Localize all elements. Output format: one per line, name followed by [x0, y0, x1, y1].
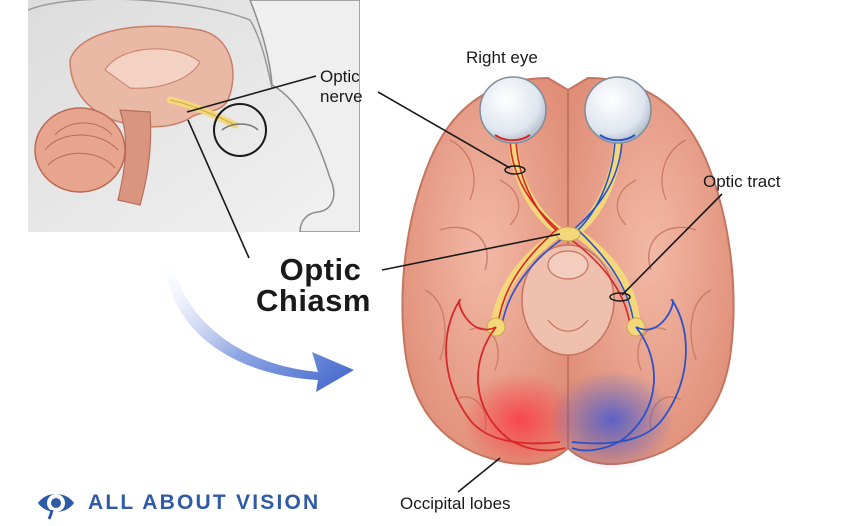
left-eyeball [479, 76, 547, 144]
optic-radiations [445, 299, 687, 452]
optic-tract-label: Optic tract [703, 172, 781, 191]
head-cross-section-panel [28, 0, 360, 232]
eye-logo-icon [38, 494, 74, 520]
optic-nerve-label-line1: Optic [320, 67, 360, 86]
eye-highlight-circle [213, 103, 267, 157]
right-optic-tract [573, 228, 641, 326]
brainstem [117, 109, 152, 206]
right-eye-label: Right eye [466, 48, 538, 67]
right-occipital-glow [550, 370, 674, 470]
left-occipital-glow [462, 372, 578, 468]
midbrain [521, 244, 615, 356]
leader-lines [186, 75, 723, 493]
transition-arrow [165, 262, 354, 392]
optic-nerve-label-line2: nerve [320, 87, 363, 106]
optic-chiasm-label-line2: Chiasm [256, 283, 371, 318]
optic-chiasm-label-line1: Optic [279, 252, 362, 287]
right-eyeball [584, 76, 652, 144]
optic-nerve-label: Optic nerve [320, 67, 363, 107]
occipital-lobes-label: Occipital lobes [400, 494, 511, 513]
brand-logo[interactable]: ALL ABOUT VISION [38, 485, 320, 521]
optic-chiasm-label: Optic Chiasm [256, 254, 371, 316]
brain-inferior-view [401, 76, 735, 470]
face-profile [249, 0, 360, 232]
cerebellum [34, 107, 126, 193]
brand-name: ALL ABOUT VISION [88, 491, 321, 514]
skull-outline [28, 0, 273, 89]
left-optic-tract [490, 228, 563, 326]
